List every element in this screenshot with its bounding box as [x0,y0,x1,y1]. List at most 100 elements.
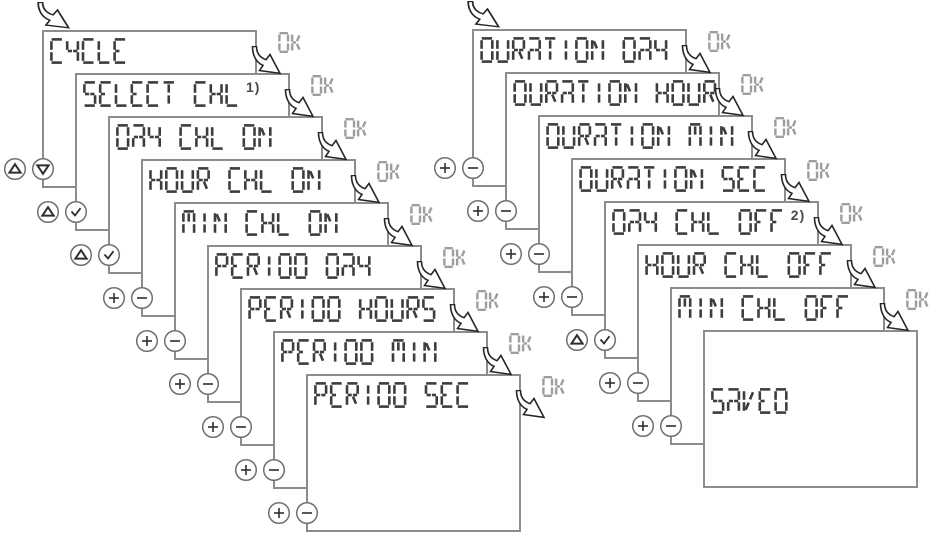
screen-label-period-min: PERIOD MIN [281,339,439,365]
confirm-button-icon [97,243,121,267]
button-pair-cycle [4,156,56,182]
footnote-marker-1: 1) [246,79,261,95]
button-pair-duration-hour [467,198,519,224]
ok-label-period-min: OK [509,333,535,354]
ok-arrow-icon [350,175,381,204]
ok-arrow-icon [317,132,348,161]
screen-saved: SAVED [703,330,918,488]
ok-arrow-icon [251,46,282,75]
ok-arrow-day-chl-off [808,217,846,251]
plus-button-icon [500,242,523,266]
ok-arrow-select-chl [279,89,317,123]
plus-button-icon [169,372,192,396]
ok-arrow-icon [846,260,877,289]
ok-label-min-chl-on: OK [410,204,436,225]
screen-label-hour-chl-on: HOUR CHL ON [149,167,323,193]
up-arrow-button-icon [566,328,589,352]
screen-label-hour-chl-off: HOUR CHL OFF [645,252,835,278]
up-arrow-button-icon [4,157,27,181]
minus-button-icon [659,414,683,438]
ok-arrow-duration-sec [775,174,813,208]
ok-arrow-hour-chl-on [345,175,383,209]
button-pair-day-chl-on [70,242,122,268]
button-pair-period-sec [268,500,320,526]
screen-label-period-hours: PERIOD HOURS [248,296,438,322]
ok-arrow-duration-min [742,131,780,165]
ok-arrow-icon [681,45,712,74]
screen-label-cycle: CYCLE [50,38,129,64]
minus-button-icon [527,242,551,266]
ok-arrow-icon [449,304,480,333]
button-pair-hour-chl-off [599,370,651,396]
ok-arrow-hour-chl-off [841,260,879,294]
ok-arrow-min-chl-on [378,218,416,252]
screen-label-period-sec: PERIOD SEC [314,382,472,408]
plus-button-icon [599,371,622,395]
plus-button-icon [268,501,291,525]
button-pair-duration-sec [533,284,585,310]
button-pair-period-hours [202,414,254,440]
ok-label-period-day: OK [443,247,469,268]
plus-button-icon [434,156,457,180]
minus-button-icon [560,285,584,309]
button-pair-min-chl-on [136,328,188,354]
ok-label-duration-min: OK [774,117,800,138]
ok-arrow-duration-day [676,45,714,79]
ok-label-min-chl-off: OK [906,289,932,310]
entry-arrow [31,2,73,34]
ok-arrow-icon [284,89,315,118]
ok-label-hour-chl-on: OK [377,161,403,182]
minus-button-icon [130,286,154,310]
ok-label-cycle: OK [278,32,304,53]
button-pair-day-chl-off [566,327,618,353]
plus-button-icon [467,199,490,223]
minus-button-icon [229,415,253,439]
button-pair-period-min [235,457,287,483]
ok-arrow-cycle [246,46,284,80]
minus-button-icon [295,501,319,525]
ok-arrow-icon [780,174,811,203]
minus-button-icon [494,199,518,223]
up-arrow-button-icon [70,243,93,267]
plus-button-icon [202,415,225,439]
ok-arrow-icon [714,88,745,117]
button-pair-duration-day [434,155,486,181]
ok-arrow-icon [482,347,513,376]
confirm-button-icon [593,328,617,352]
button-pair-duration-min [500,241,552,267]
confirm-button-icon [64,200,88,224]
screen-label-min-chl-on: MIN CHL ON [182,210,340,236]
ok-label-period-sec: OK [542,376,568,397]
screen-label-select-chl: SELECT CHL [83,81,241,107]
button-pair-period-day [169,371,221,397]
ok-arrow-period-min [477,347,515,381]
ok-arrow-min-chl-off [874,303,912,337]
plus-button-icon [632,414,655,438]
down-arrow-button-icon [31,157,55,181]
ok-label-duration-day: OK [708,31,734,52]
entry-arrow-icon [467,1,501,28]
screen-label-duration-day: DURATION DAY [480,37,670,63]
ok-arrow-period-day [411,261,449,295]
ok-label-day-chl-on: OK [344,118,370,139]
ok-label-duration-hour: OK [741,74,767,95]
up-arrow-button-icon [37,200,60,224]
screen-label-duration-min: DURATION MIN [546,123,736,149]
ok-label-hour-chl-off: OK [873,246,899,267]
ok-arrow-icon [879,303,910,332]
screen-label-duration-sec: DURATION SEC [579,166,769,192]
ok-arrow-period-hours [444,304,482,338]
plus-button-icon [235,458,258,482]
plus-button-icon [103,286,126,310]
minus-button-icon [196,372,220,396]
screen-label-min-chl-off: MIN CHL OFF [678,295,852,321]
button-pair-select-chl [37,199,89,225]
ok-arrow-icon [813,217,844,246]
ok-arrow-icon [747,131,778,160]
plus-button-icon [533,285,556,309]
screen-label-period-day: PERIOD DAY [215,253,373,279]
ok-label-period-hours: OK [476,290,502,311]
ok-label-duration-sec: OK [807,160,833,181]
ok-arrow-period-sec [510,390,548,424]
